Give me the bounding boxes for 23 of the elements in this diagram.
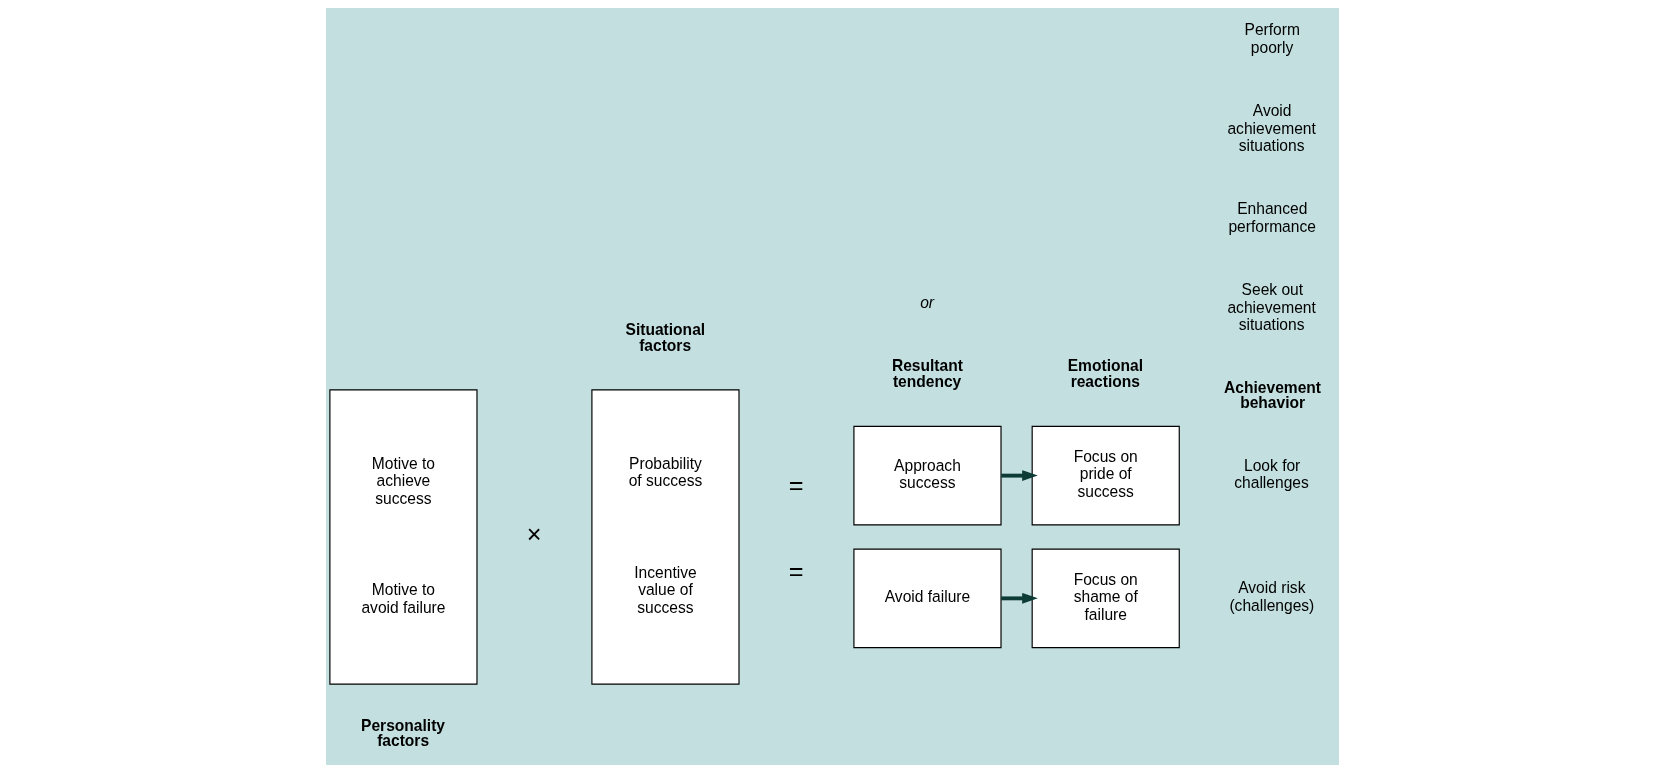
label: Avoid achievement situations	[1227, 102, 1316, 155]
arrow	[1001, 592, 1038, 604]
label: Seek out achievement situations	[1227, 281, 1316, 334]
label: Enhanced performance	[1228, 200, 1316, 235]
arrow	[1001, 470, 1038, 482]
label: Perform poorly	[1244, 21, 1300, 56]
label: Avoid risk (challenges)	[1229, 579, 1315, 614]
label: Personality factors	[361, 716, 446, 750]
label: Achievement behavior	[1224, 378, 1322, 412]
label: or	[920, 293, 935, 311]
node-box: Avoid failure	[853, 548, 1002, 649]
node-box: Focus on shame of failure	[1031, 548, 1180, 649]
label: Resultant tendency	[891, 357, 963, 390]
node-box: Focus on pride of success	[1031, 425, 1180, 526]
node-box: Motive to achieve success Motive to avoid failure	[329, 389, 478, 685]
label: Look for challenges	[1234, 456, 1309, 492]
label: Situational factors	[625, 321, 706, 354]
label: =	[788, 557, 804, 586]
node-box: Approach success	[853, 425, 1002, 526]
label: Emotional reactions	[1067, 357, 1144, 390]
node-box: Probability of success Incentive value of success	[591, 389, 740, 685]
label: =	[788, 471, 804, 500]
label: ×	[526, 520, 542, 549]
